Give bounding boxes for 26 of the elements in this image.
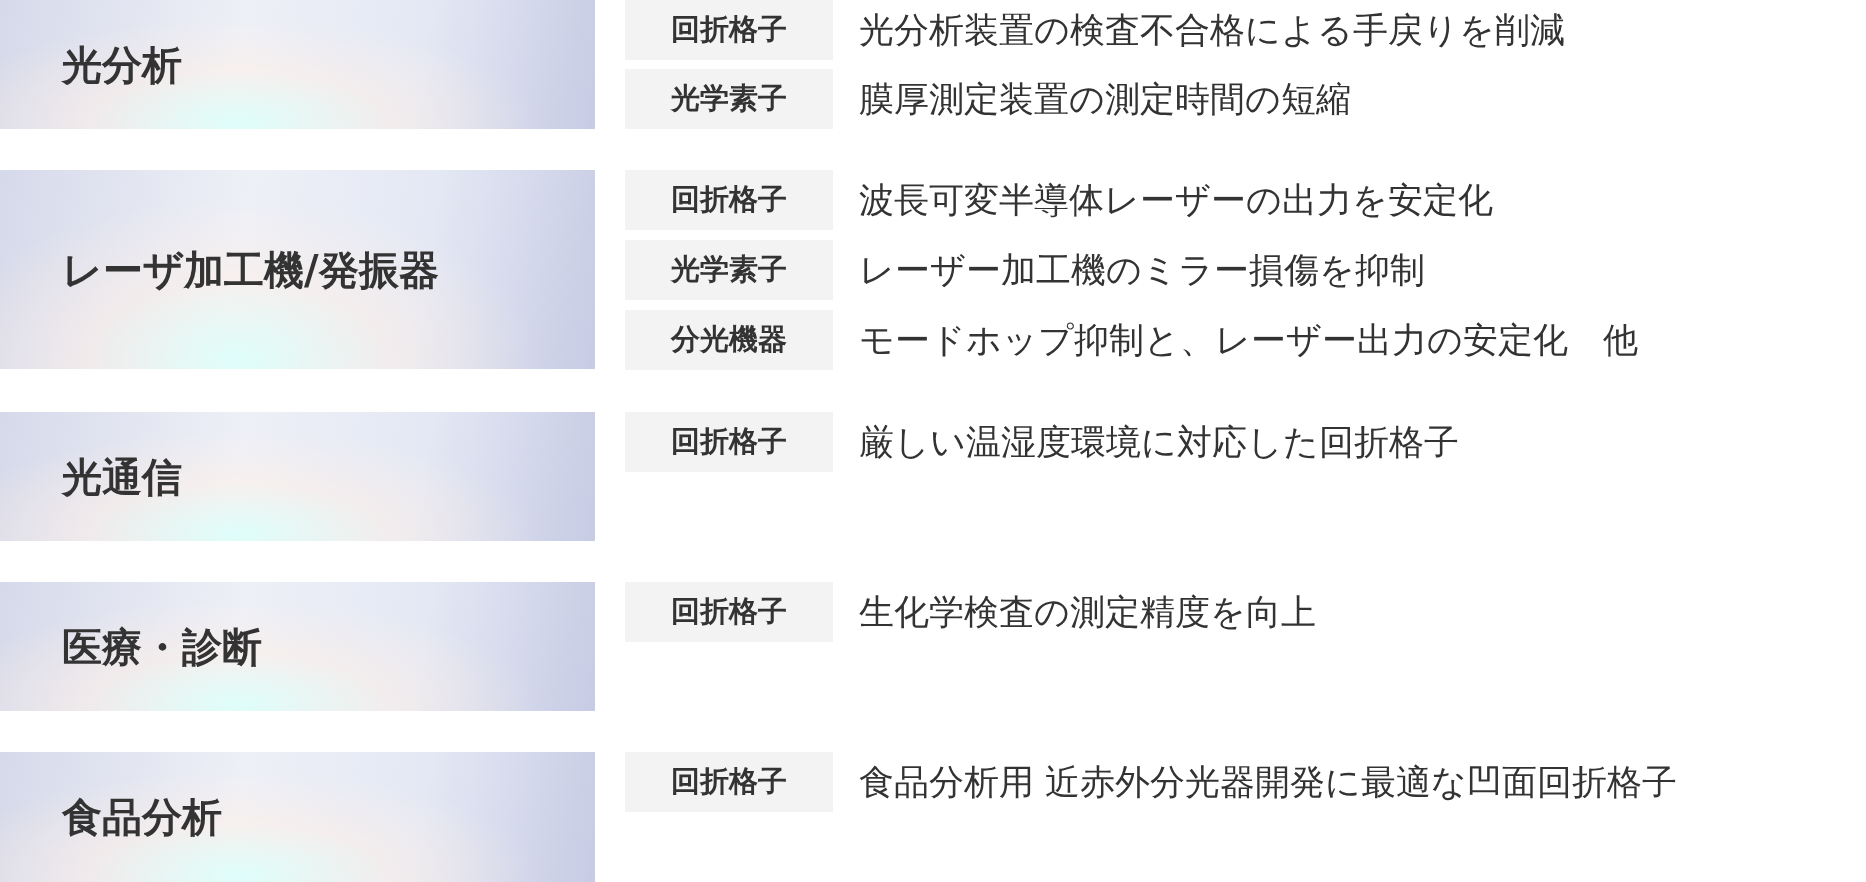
category-title: 食品分析 xyxy=(62,792,222,842)
product-tag: 回折格子 xyxy=(625,752,833,812)
benefit-text: 食品分析用 近赤外分光器開発に最適な凹面回折格子 xyxy=(859,761,1678,804)
product-tag: 光学素子 xyxy=(625,69,833,129)
benefit-text: 厳しい温湿度環境に対応した回折格子 xyxy=(859,421,1459,464)
benefit-text: 光分析装置の検査不合格による手戻りを削減 xyxy=(859,9,1565,52)
benefit-text: レーザー加工機のミラー損傷を抑制 xyxy=(859,249,1425,292)
benefit-text: 生化学検査の測定精度を向上 xyxy=(859,591,1316,634)
category-band xyxy=(0,170,595,369)
category-band xyxy=(0,582,595,711)
product-tag: 回折格子 xyxy=(625,0,833,60)
product-tag: 回折格子 xyxy=(625,170,833,230)
category-title: 光通信 xyxy=(62,452,182,501)
product-tag: 光学素子 xyxy=(625,240,833,300)
category-title: 光分析 xyxy=(62,40,182,89)
category-band xyxy=(0,752,595,882)
benefit-text: 波長可変半導体レーザーの出力を安定化 xyxy=(859,179,1493,222)
category-band xyxy=(0,412,595,541)
category-title: 医療・診断 xyxy=(62,622,262,671)
benefit-text: 膜厚測定装置の測定時間の短縮 xyxy=(859,78,1351,121)
category-band xyxy=(0,0,595,129)
product-tag: 回折格子 xyxy=(625,412,833,472)
product-tag: 回折格子 xyxy=(625,582,833,642)
product-tag: 分光機器 xyxy=(625,310,833,370)
category-title: レーザ加工機/発振器 xyxy=(62,245,439,294)
benefit-text: モードホップ抑制と、レーザー出力の安定化 他 xyxy=(859,319,1638,362)
